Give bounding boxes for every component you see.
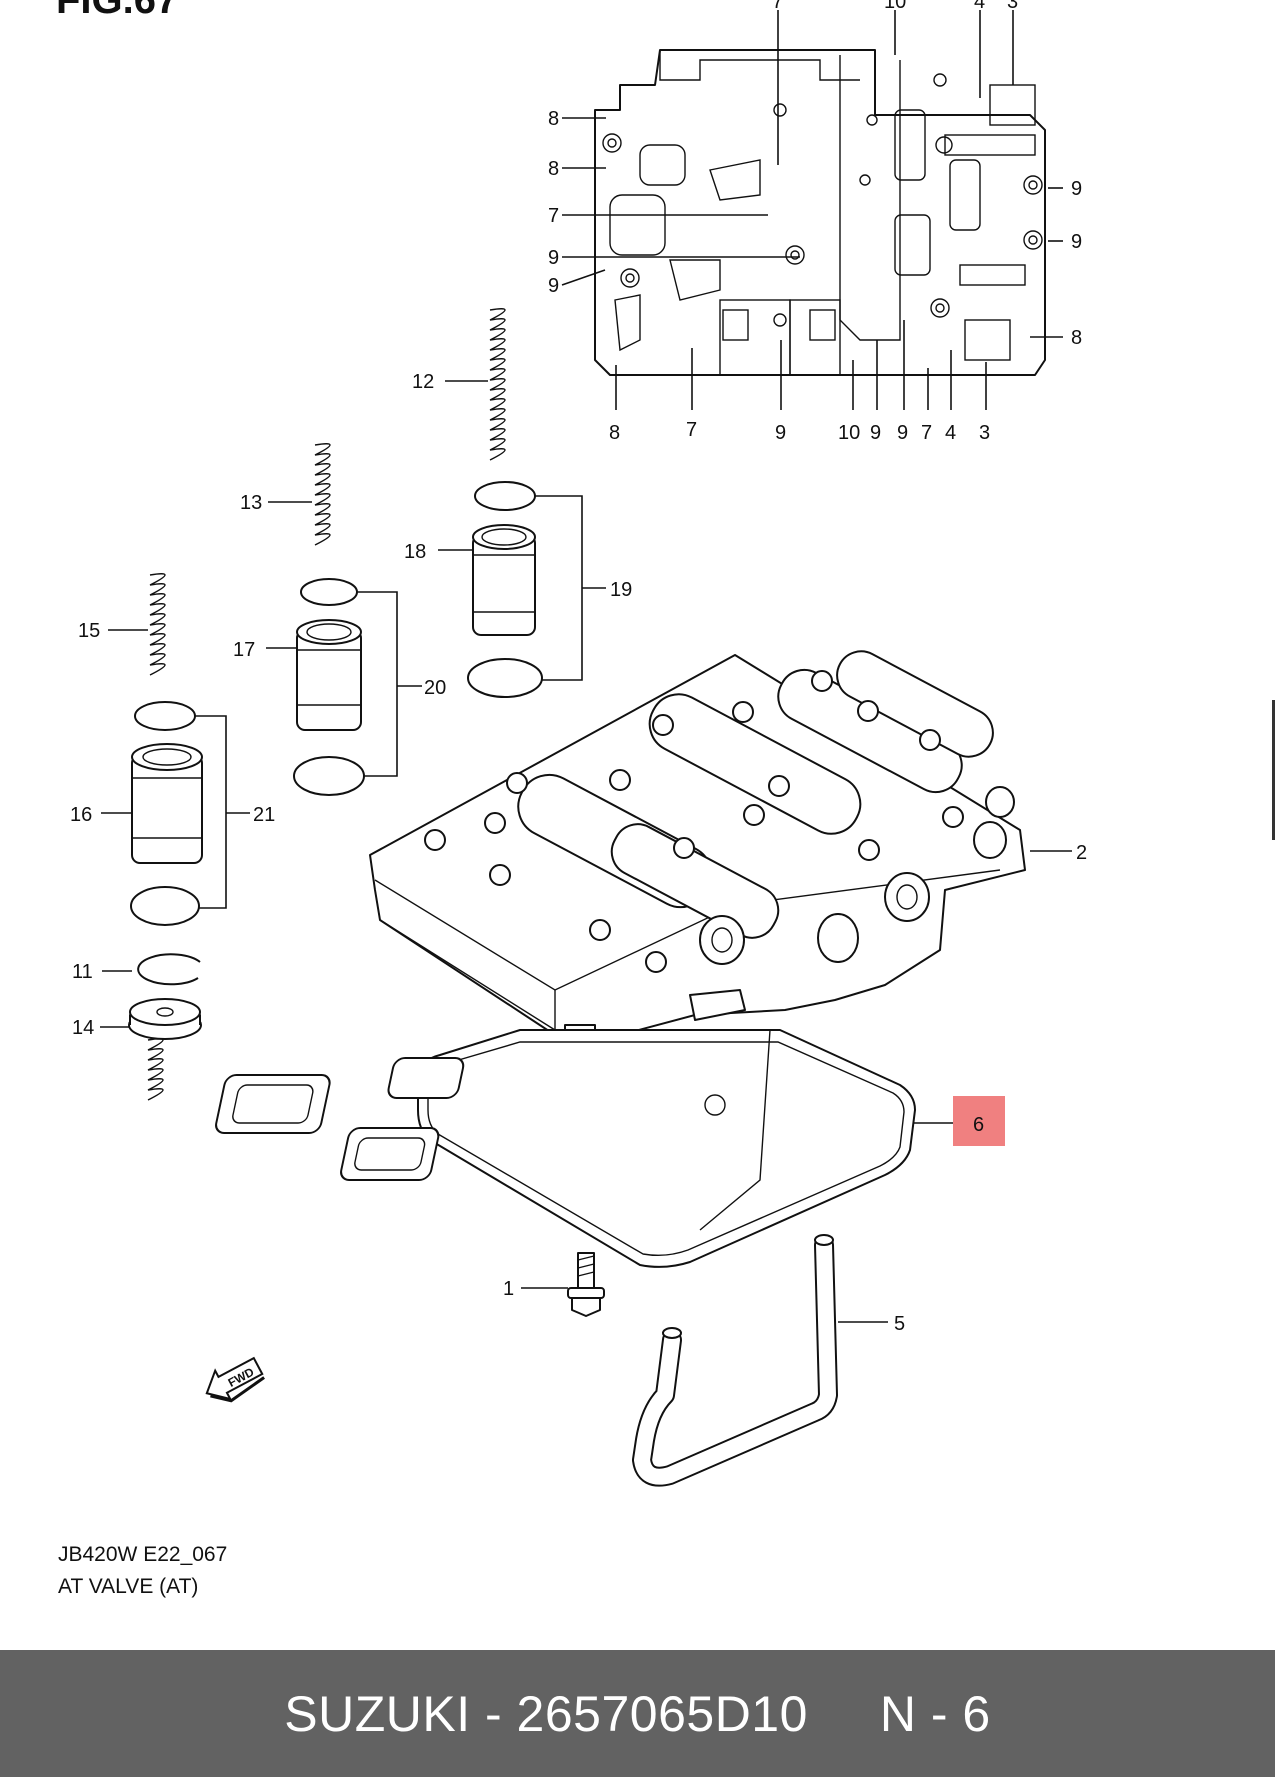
spring-13 bbox=[314, 443, 331, 546]
callout-9: 9 bbox=[548, 275, 559, 297]
valve-body-assembly bbox=[369, 650, 1026, 1061]
callout-7: 7 bbox=[548, 205, 559, 227]
callout-2: 2 bbox=[1076, 842, 1087, 864]
callout-8: 8 bbox=[1071, 327, 1082, 349]
callout-14: 14 bbox=[72, 1017, 94, 1039]
callout-13: 13 bbox=[240, 492, 262, 514]
oil-strainer bbox=[215, 1029, 916, 1268]
callout-10: 10 bbox=[838, 422, 860, 444]
callout-1: 1 bbox=[503, 1278, 514, 1300]
callout-8: 8 bbox=[548, 108, 559, 130]
o-ring-21a bbox=[134, 701, 196, 731]
bolt-1 bbox=[567, 1252, 605, 1317]
spring-12 bbox=[489, 308, 506, 461]
callout-7: 7 bbox=[772, 0, 783, 13]
callout-18: 18 bbox=[404, 541, 426, 563]
callout-6: 6 bbox=[973, 1114, 984, 1136]
o-ring-20b bbox=[293, 756, 365, 796]
callout-8: 8 bbox=[609, 422, 620, 444]
callout-4: 4 bbox=[974, 0, 985, 13]
callout-15: 15 bbox=[78, 620, 100, 642]
footer-bar: SUZUKI - 2657065D10 N - 6 bbox=[0, 1650, 1275, 1777]
sleeve-17 bbox=[296, 619, 362, 731]
spring-14 bbox=[128, 998, 202, 1101]
spring-15 bbox=[149, 573, 166, 676]
page-edge-marker bbox=[1272, 700, 1275, 840]
callout-9: 9 bbox=[775, 422, 786, 444]
o-ring-21b bbox=[130, 886, 200, 926]
callout-17: 17 bbox=[233, 639, 255, 661]
o-ring-20a bbox=[300, 578, 358, 606]
callout-8: 8 bbox=[548, 158, 559, 180]
callout-19: 19 bbox=[610, 579, 632, 601]
callout-3: 3 bbox=[979, 422, 990, 444]
callout-10: 10 bbox=[884, 0, 906, 13]
highlight-box-6 bbox=[953, 1096, 1005, 1146]
callout-21: 21 bbox=[253, 804, 275, 826]
sleeve-18 bbox=[472, 524, 536, 636]
callout-4: 4 bbox=[945, 422, 956, 444]
valve-body-plan-view bbox=[594, 49, 1046, 376]
figure-header: FIG.67 bbox=[56, 0, 179, 22]
diagram-code: JB420W E22_067 bbox=[58, 1543, 228, 1566]
o-ring-19a bbox=[474, 481, 536, 511]
callout-5: 5 bbox=[894, 1313, 905, 1335]
callout-7: 7 bbox=[921, 422, 932, 444]
footer-part-number: SUZUKI - 2657065D10 N - 6 bbox=[284, 1685, 991, 1742]
callout-20: 20 bbox=[424, 677, 446, 699]
left-callout-leaders bbox=[100, 380, 606, 1028]
callout-7: 7 bbox=[686, 419, 697, 441]
callout-3: 3 bbox=[1007, 0, 1018, 13]
callout-labels: 8 8 7 9 9 7 10 4 3 9 9 8 8 7 9 10 9 9 7 … bbox=[70, 0, 1087, 1335]
plan-view-leaders bbox=[561, 10, 1063, 410]
diagram-title: AT VALVE (AT) bbox=[58, 1575, 199, 1598]
callout-9: 9 bbox=[1071, 178, 1082, 200]
fwd-arrow-icon: FWD bbox=[205, 1356, 265, 1403]
callout-9: 9 bbox=[870, 422, 881, 444]
callout-9: 9 bbox=[548, 247, 559, 269]
callout-11: 11 bbox=[72, 961, 93, 983]
callout-12: 12 bbox=[412, 371, 434, 393]
callout-9: 9 bbox=[1071, 231, 1082, 253]
exploded-parts-diagram: FWD 8 8 7 9 9 7 10 4 3 9 9 8 8 7 9 10 9 … bbox=[70, 0, 1087, 1487]
o-ring-19b bbox=[467, 658, 543, 698]
snap-ring-11 bbox=[137, 953, 201, 986]
pipe-5 bbox=[632, 1234, 838, 1487]
callout-9: 9 bbox=[897, 422, 908, 444]
callout-16: 16 bbox=[70, 804, 92, 826]
sleeve-16 bbox=[131, 743, 203, 864]
